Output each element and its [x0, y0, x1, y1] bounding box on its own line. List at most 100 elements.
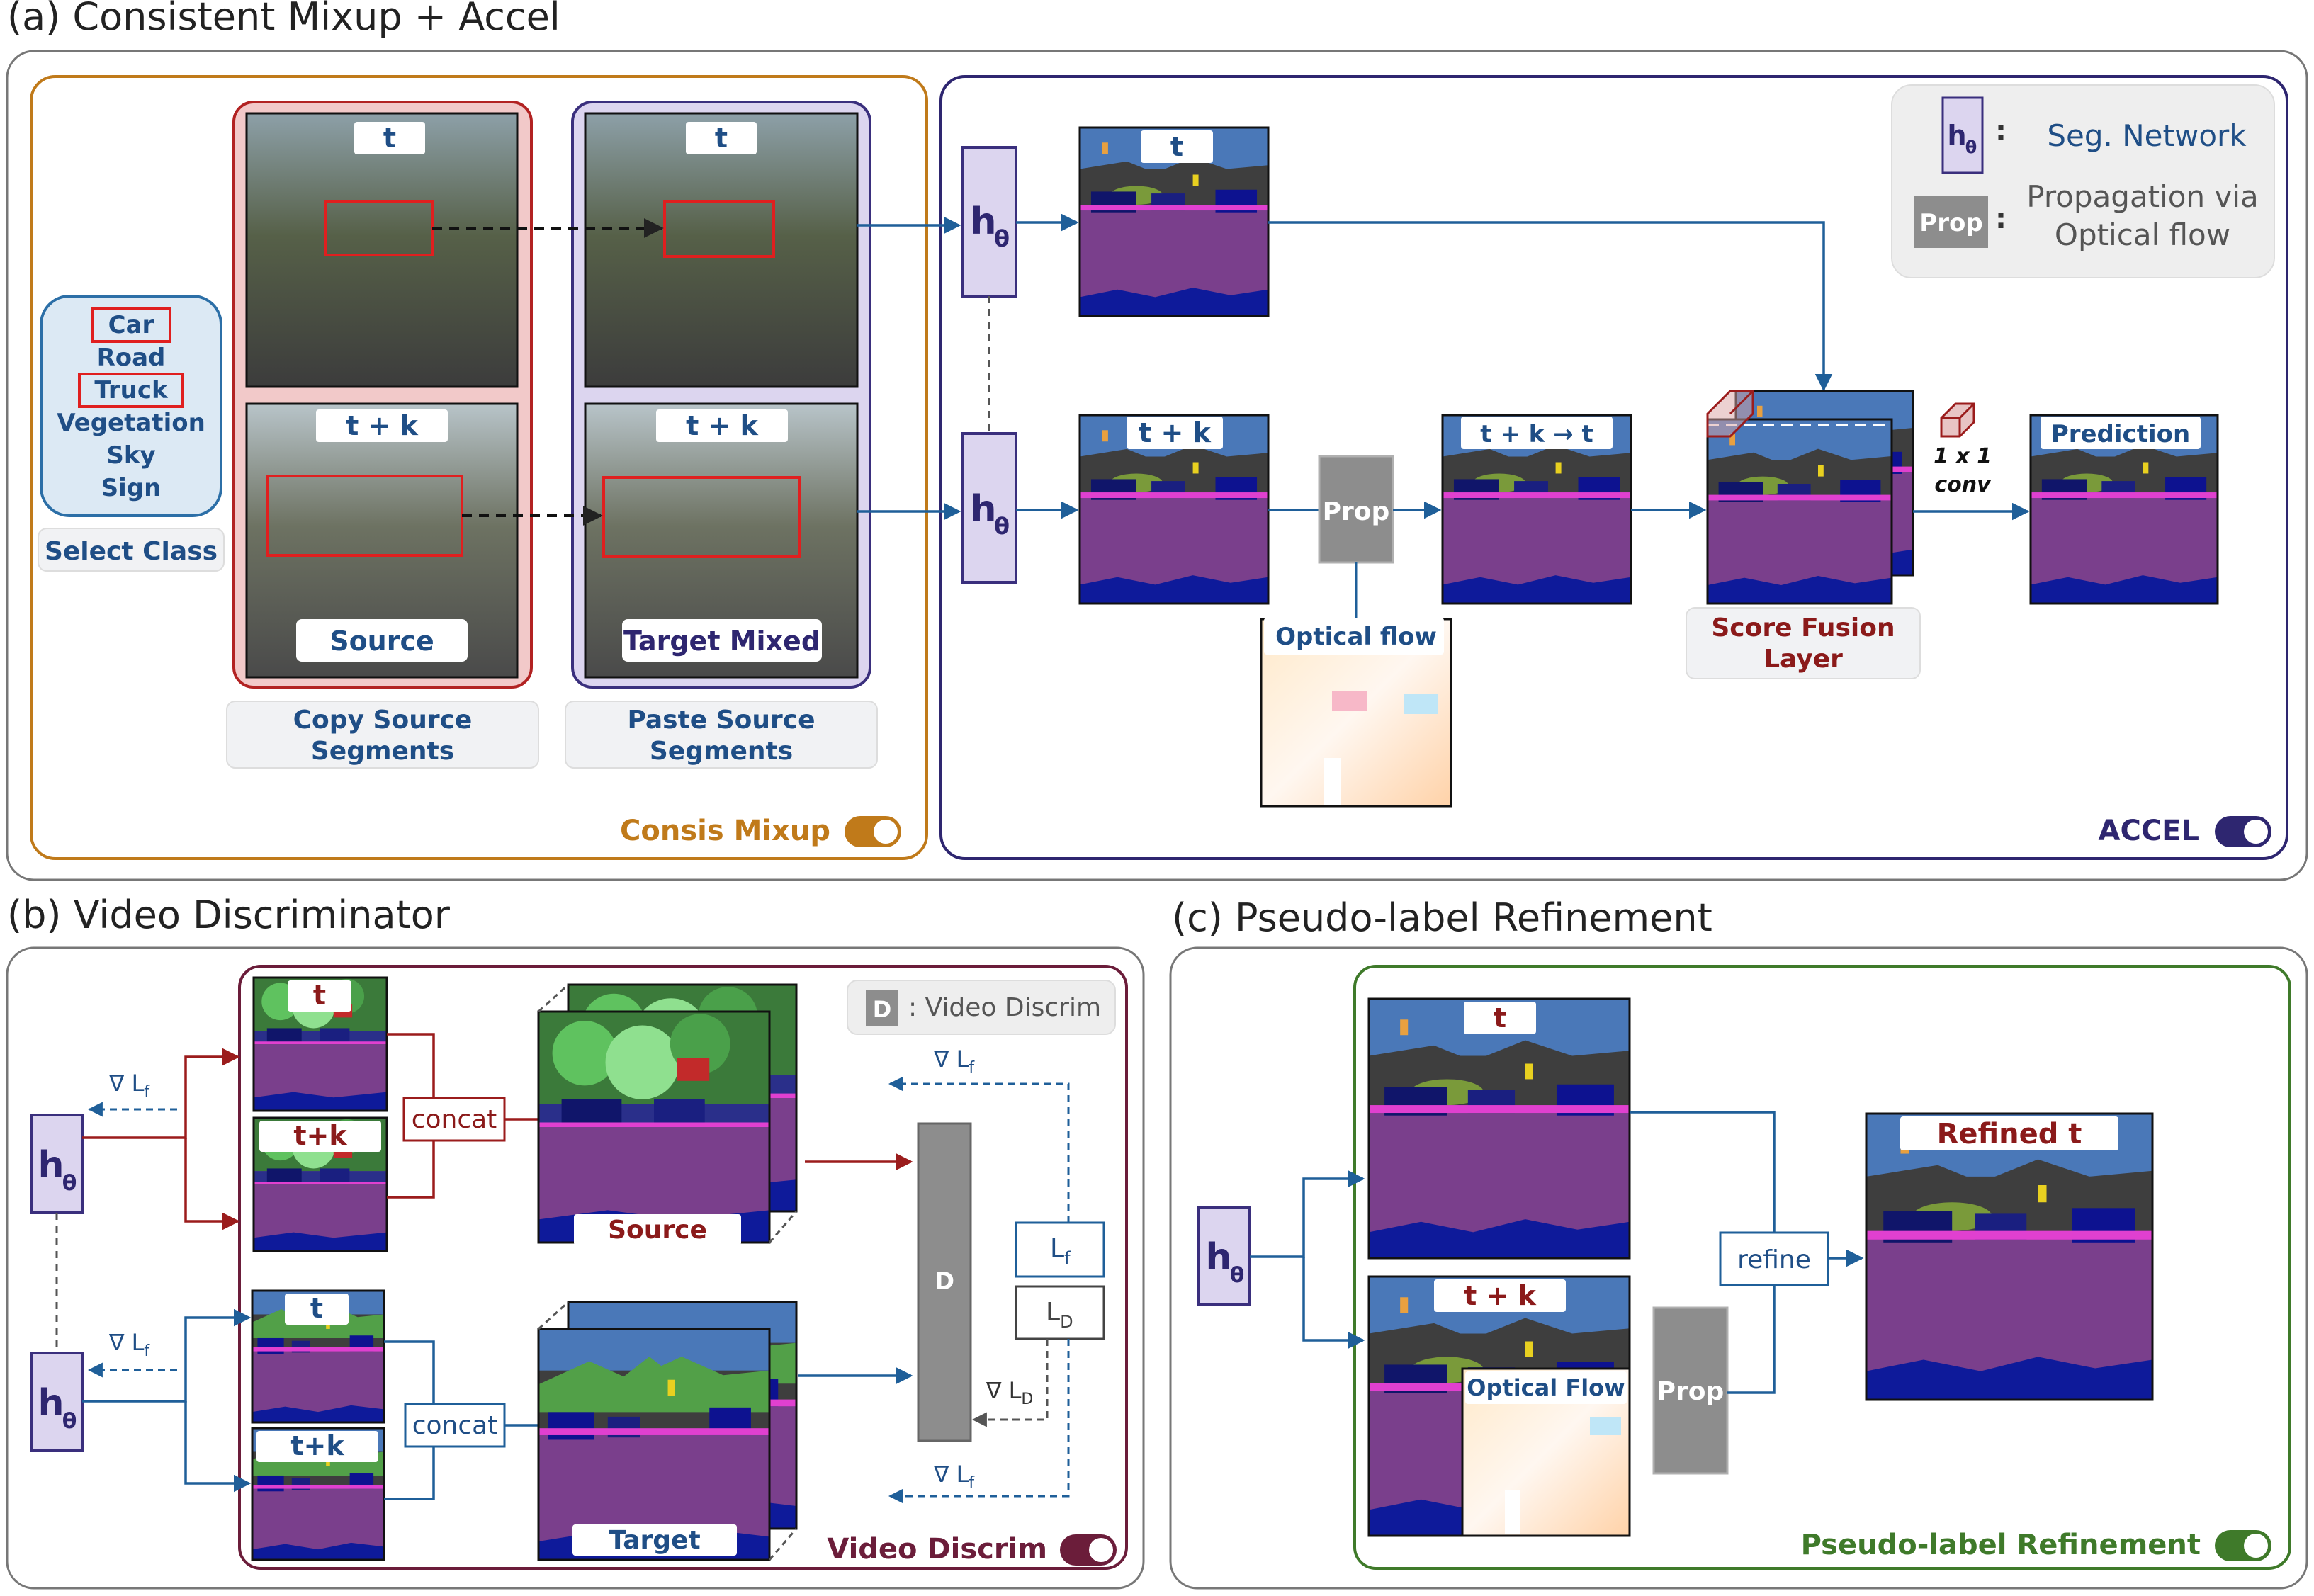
class-highlight-car [91, 307, 171, 343]
vd-grad-ld-arrow [971, 1339, 1049, 1427]
legend-colon-1: : [1995, 115, 2007, 147]
pr-refine-label: refine [1737, 1245, 1811, 1274]
legend-he-swatch [1941, 96, 1984, 174]
he-bottom-sub: θ [994, 513, 1010, 540]
vd-concat-bottom-label: concat [412, 1411, 498, 1440]
vd-red-branch-t [82, 1048, 240, 1139]
pr-he-sub: θ [1230, 1263, 1245, 1288]
pr-optical-flow: Optical Flow [1461, 1367, 1631, 1537]
conv-label-2: conv [1934, 472, 1992, 497]
vd-loss-d: LD [1046, 1298, 1073, 1332]
copy-source-label-1: Copy Source [293, 706, 473, 735]
pr-he-letter: h [1205, 1236, 1231, 1279]
vd-grad-lf-bottom: ∇ Lf [108, 1329, 150, 1360]
class-item-car: Car [108, 311, 154, 339]
panel-c: (c) Pseudo-label Refinement h θ t t + k … [1169, 895, 2308, 1590]
vd-source-label: Source [608, 1216, 707, 1245]
vd-legend [847, 980, 1116, 1035]
source-t-label: t [383, 123, 396, 154]
source-label: Source [329, 626, 434, 657]
vd-source-tk-label: t+k [293, 1120, 347, 1151]
select-class-tag [38, 528, 225, 572]
target-mixed-tag [622, 619, 822, 662]
vd-blue-branch-t [82, 1308, 252, 1403]
accel-toggle[interactable] [2215, 816, 2271, 847]
consis-mixup-toggle-knob[interactable] [874, 820, 898, 844]
prediction-label: Prediction [2051, 420, 2190, 448]
vd-grad-lf-lower: ∇ Lf [933, 1461, 975, 1492]
panel-c-frame [1169, 946, 2308, 1590]
accel-toggle-label: ACCEL [2099, 815, 2199, 847]
class-item-road: Road [97, 344, 166, 372]
panel-a-frame [6, 50, 2308, 881]
vd-target-stack: Target [537, 1301, 798, 1561]
refine-toggle[interactable] [2215, 1530, 2271, 1561]
conv-1x1-icon [1940, 402, 1975, 438]
target-tk-car-box [602, 476, 801, 558]
consis-mixup-border [30, 75, 928, 860]
score-fusion-label-2: Layer [1763, 645, 1843, 674]
target-mixed-label: Target Mixed [623, 626, 820, 657]
vd-source-t-label: t [313, 980, 326, 1011]
conv-label-1: 1 x 1 [1934, 444, 1992, 469]
pr-t-to-refine [1630, 1111, 1776, 1233]
source-t-tag [354, 122, 425, 154]
video-discrim-toggle-knob[interactable] [1089, 1538, 1113, 1562]
vd-source-stack: Source [537, 983, 798, 1245]
score-fusion-label-1: Score Fusion [1711, 613, 1895, 643]
class-item-sky: Sky [106, 441, 155, 470]
paste-source-label-1: Paste Source [627, 706, 815, 735]
he-top-sub: θ [994, 225, 1010, 252]
class-item-vegetation: Vegetation [57, 409, 205, 437]
he-top-letter: h [970, 200, 996, 243]
pr-seg-tk: t + k [1367, 1275, 1631, 1537]
legend-prop-desc-2: Optical flow [2055, 217, 2230, 252]
source-tk-label: t + k [346, 410, 418, 441]
panel-b-frame [6, 946, 1145, 1590]
vd-he-bottom [30, 1352, 84, 1452]
prop-block [1318, 455, 1394, 564]
pr-tk-label: t + k [1464, 1280, 1536, 1311]
accel-toggle-knob[interactable] [2244, 820, 2268, 844]
seg-t-label: t [1170, 131, 1183, 162]
target-tk-tag [656, 409, 788, 442]
video-discrim-toggle[interactable] [1060, 1534, 1117, 1566]
vd-target-label: Target [609, 1526, 700, 1555]
consis-mixup-box: Car Road Truck Vegetation Sky Sign Selec… [30, 75, 928, 860]
arrow-seg-t-to-fusion [1268, 221, 1833, 392]
seg-tk-label: t + k [1139, 417, 1211, 448]
target-t-car-box [663, 200, 775, 258]
consis-mixup-toggle[interactable] [845, 816, 901, 847]
pr-prop-to-refine [1727, 1285, 1776, 1394]
vd-d-label: D [935, 1267, 954, 1296]
pr-t-label: t [1494, 1002, 1506, 1034]
select-class-label: Select Class [45, 537, 218, 566]
vd-blue-branch-tk [184, 1401, 252, 1493]
vd-target-tk-label: t+k [290, 1430, 344, 1461]
class-item-truck: Truck [94, 376, 169, 404]
vd-grad-lf-lower-arrow [888, 1339, 1070, 1504]
vd-target-t: t [251, 1289, 385, 1424]
vd-loss-f: Lf [1050, 1234, 1071, 1268]
propagated-label: t + k → t [1480, 420, 1593, 448]
class-list: Car Road Truck Vegetation Sky Sign Selec… [38, 295, 225, 572]
source-frames: t t + k Source [232, 101, 533, 689]
legend-colon-2: : [1995, 203, 2007, 235]
prediction-map: Prediction [2029, 414, 2219, 605]
seg-map-tk: t + k [1078, 414, 1270, 605]
target-t-label: t [715, 123, 728, 154]
prop-label: Prop [1323, 497, 1390, 526]
optical-flow-label: Optical flow [1275, 623, 1437, 651]
pr-refined-map: Refined t [1865, 1112, 2154, 1401]
vd-concat-top-label: concat [412, 1105, 497, 1134]
refine-toggle-knob[interactable] [2244, 1534, 2268, 1558]
class-highlight-truck [78, 373, 184, 408]
pr-refine-box [1719, 1231, 1829, 1286]
pr-prop-block [1652, 1306, 1729, 1475]
vd-he-top-letter: h [38, 1144, 64, 1187]
consis-mixup-toggle-label: Consis Mixup [620, 815, 830, 847]
vd-discriminator-block [917, 1122, 972, 1442]
vd-he-top [30, 1114, 84, 1214]
seg-map-propagated: t + k → t [1441, 414, 1632, 605]
vd-grad-lf-upper-arrow [888, 1076, 1070, 1223]
